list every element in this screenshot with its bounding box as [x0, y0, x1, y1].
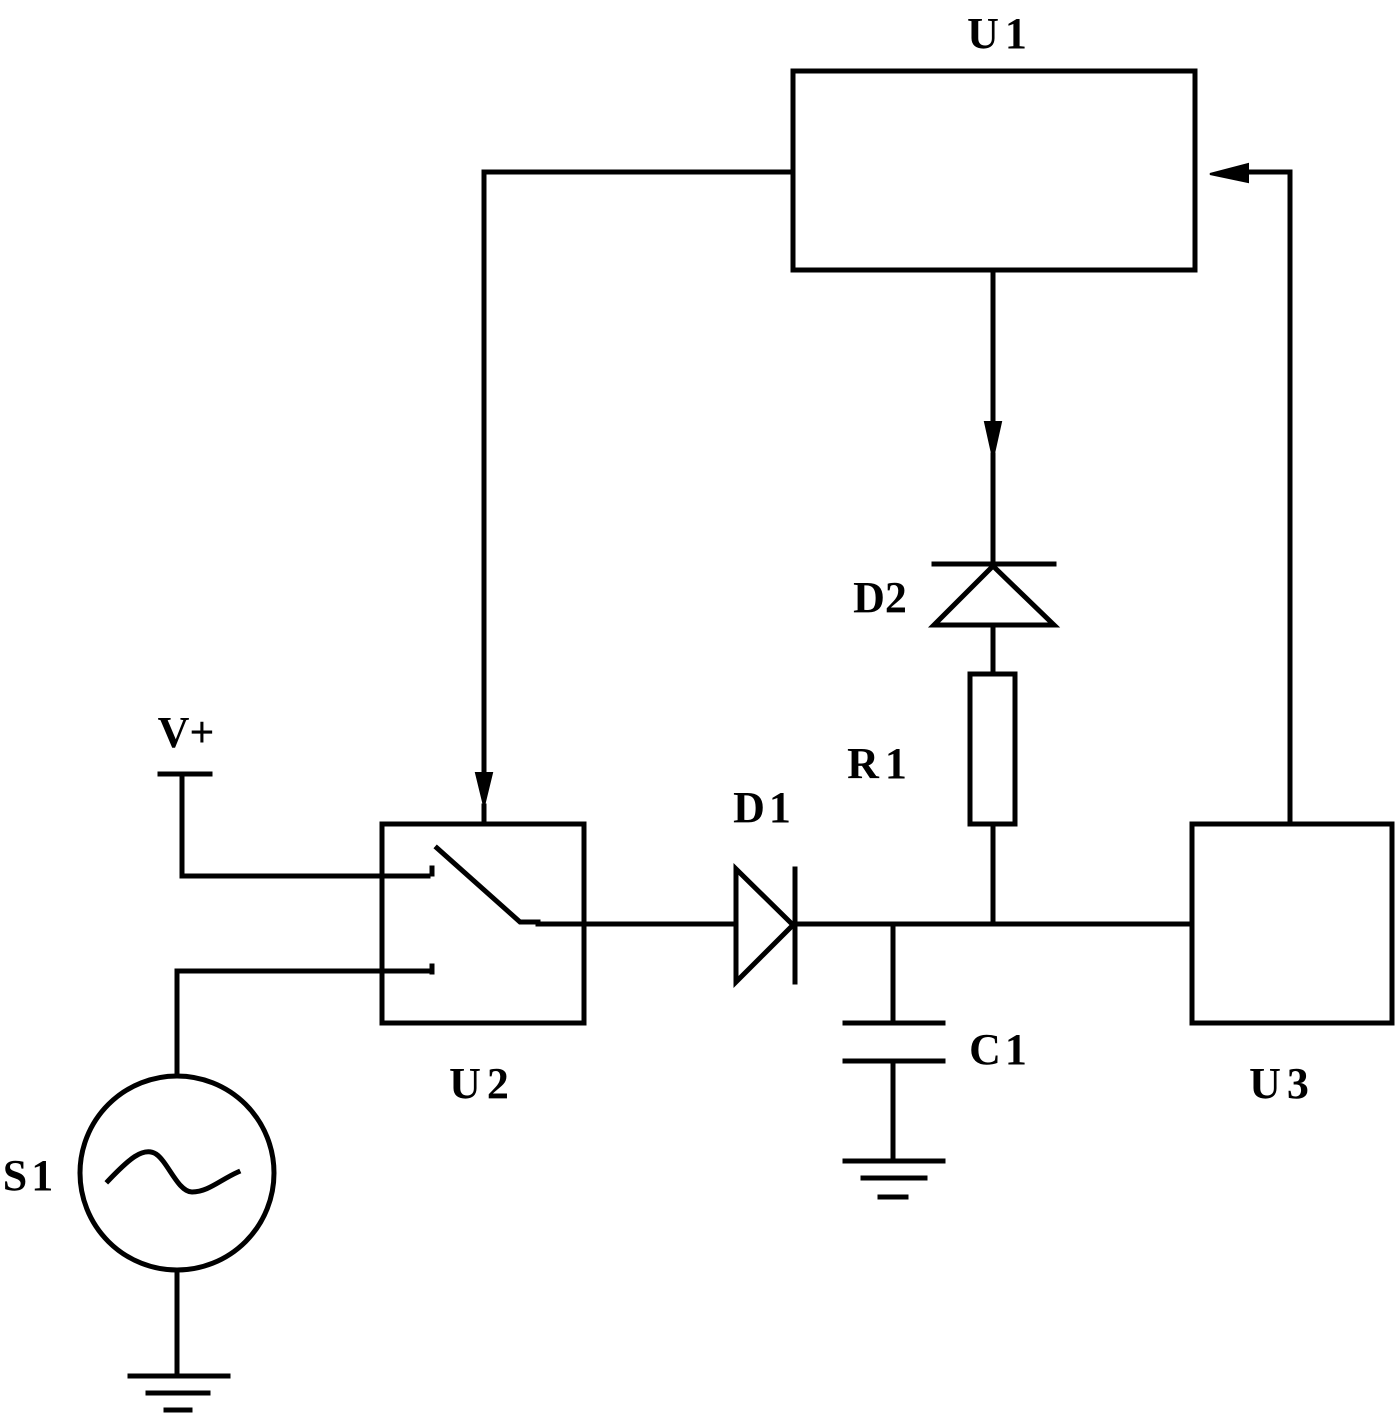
ground-icon — [845, 1161, 943, 1197]
sine-wave-icon — [108, 1152, 238, 1192]
s1-label: S1 — [3, 1151, 57, 1200]
d1-label: D1 — [733, 783, 795, 832]
r1-resistor — [970, 674, 1015, 824]
arrow-into-u1 — [1210, 164, 1248, 182]
u3-label: U3 — [1249, 1059, 1315, 1108]
vplus-label: V+ — [158, 708, 215, 757]
u3-block — [1192, 824, 1392, 1023]
d1-diode-triangle — [736, 869, 793, 982]
d2-diode-triangle — [934, 566, 1054, 625]
d2-label: D2 — [853, 573, 907, 622]
u1-label: U1 — [967, 9, 1033, 58]
c1-label: C1 — [969, 1025, 1031, 1074]
wire-u3-to-u1 — [1238, 172, 1290, 824]
u1-block — [793, 71, 1195, 270]
s1-ac-source — [80, 1076, 274, 1270]
switch-lever — [437, 848, 538, 922]
r1-label: R1 — [847, 739, 913, 788]
u2-label: U2 — [449, 1059, 515, 1108]
wire-u1-to-u2 — [484, 172, 793, 785]
ground-icon — [130, 1376, 228, 1410]
arrow-into-u2 — [476, 773, 492, 806]
